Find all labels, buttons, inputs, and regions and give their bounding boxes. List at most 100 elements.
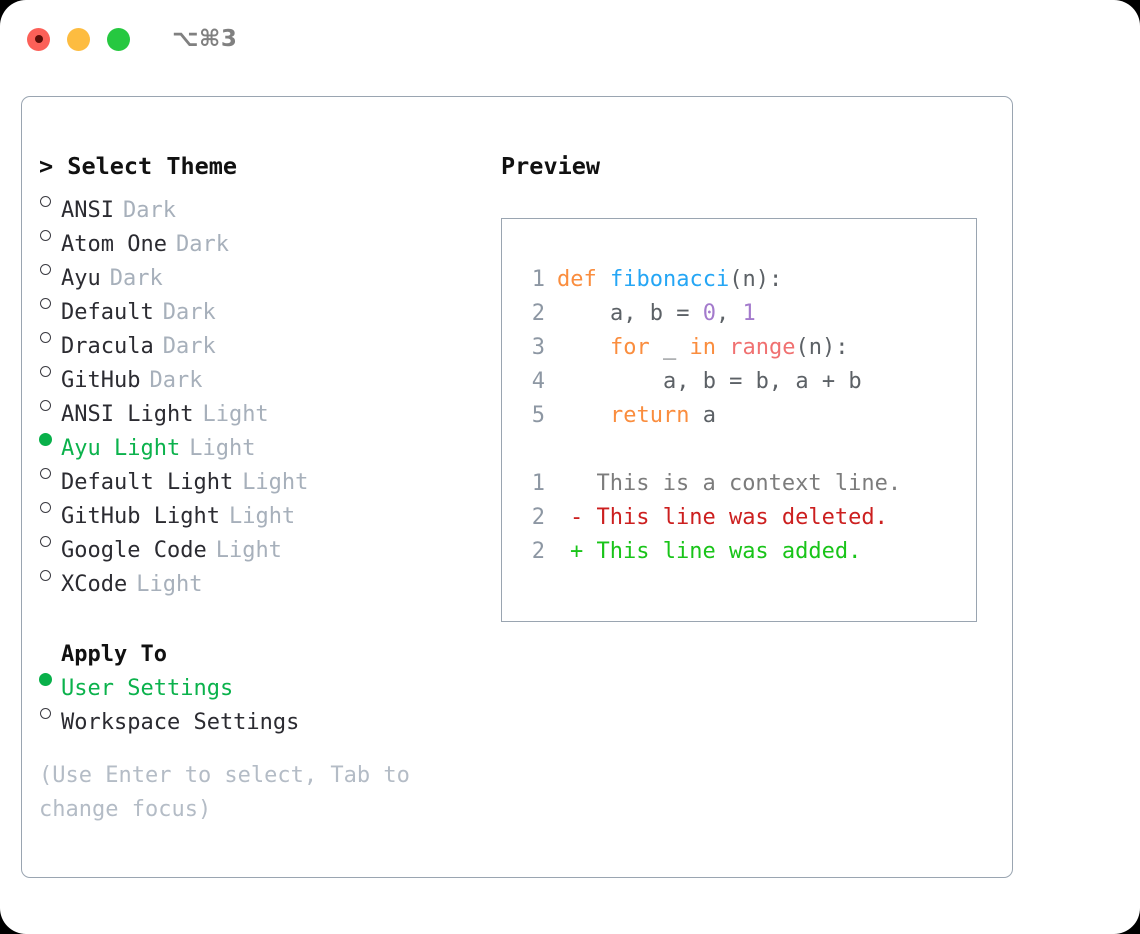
spacer-bullet bbox=[39, 627, 61, 661]
radio-unselected-icon[interactable] bbox=[39, 695, 61, 729]
diff-line-text: This line was deleted. bbox=[583, 505, 888, 530]
close-button[interactable] bbox=[27, 27, 50, 51]
code-token-plain: , bbox=[715, 301, 743, 326]
diff-line-text: This line was added. bbox=[583, 539, 862, 564]
radio-unselected-icon[interactable] bbox=[39, 489, 61, 523]
radio-unselected-icon[interactable] bbox=[39, 251, 61, 285]
diff-line-text: This is a context line. bbox=[583, 471, 902, 496]
code-token-plain: _ bbox=[649, 335, 690, 360]
radio-unselected-icon[interactable] bbox=[39, 183, 61, 217]
theme-option-ayu[interactable]: Ayu Dark bbox=[39, 251, 489, 291]
theme-option-ansi-light[interactable]: ANSI Light Light bbox=[39, 387, 489, 427]
radio-unselected-icon[interactable] bbox=[39, 557, 61, 591]
code-line: 1 def fibonacci(n): bbox=[515, 263, 976, 297]
keyboard-hint: (Use Enter to select, Tab to change focu… bbox=[39, 763, 410, 822]
theme-option-variant-tag: Light bbox=[189, 436, 256, 461]
theme-option-dracula[interactable]: Dracula Dark bbox=[39, 319, 489, 359]
radio-unselected-icon[interactable] bbox=[39, 217, 61, 251]
radio-unselected-icon[interactable] bbox=[39, 353, 61, 387]
theme-option-variant-tag: Light bbox=[242, 470, 309, 495]
code-diff-spacer bbox=[515, 433, 976, 467]
code-line-number: 5 bbox=[531, 403, 545, 428]
code-token-num: 0 bbox=[702, 301, 716, 326]
code-line-number: 4 bbox=[531, 369, 545, 394]
theme-option-variant-tag: Dark bbox=[175, 232, 229, 257]
radio-unselected-icon[interactable] bbox=[39, 387, 61, 421]
radio-selected-icon[interactable] bbox=[39, 661, 61, 695]
code-line-number: 3 bbox=[531, 335, 545, 360]
code-token-kw: for bbox=[609, 335, 650, 360]
radio-unselected-icon[interactable] bbox=[39, 455, 61, 489]
code-token-plain bbox=[557, 335, 610, 360]
theme-option-variant-tag: Light bbox=[228, 504, 296, 529]
diff-line-number: 2 bbox=[531, 505, 545, 530]
theme-option-variant-tag: Light bbox=[215, 538, 282, 563]
theme-option-label: Google Code bbox=[61, 538, 207, 563]
code-token-num: 1 bbox=[742, 301, 756, 326]
select-theme-heading: > Select Theme bbox=[39, 152, 238, 180]
diff-line: 2+ This line was added. bbox=[515, 535, 976, 569]
theme-option-label: Ayu bbox=[61, 266, 101, 291]
theme-option-variant-tag: Dark bbox=[149, 368, 203, 393]
theme-option-label: ANSI bbox=[61, 198, 114, 223]
theme-option-variant-tag: Light bbox=[202, 402, 269, 427]
code-token-plain bbox=[716, 335, 729, 360]
theme-option-label: GitHub bbox=[61, 368, 141, 393]
code-line-text: a, b = 0, 1 bbox=[557, 297, 756, 331]
code-line-number: 1 bbox=[531, 267, 545, 292]
radio-unselected-icon[interactable] bbox=[39, 285, 61, 319]
apply-to-option-label: Workspace Settings bbox=[61, 710, 300, 735]
code-token-punct: (n): bbox=[795, 335, 849, 360]
theme-option-label: ANSI Light bbox=[61, 402, 194, 427]
apply-to-option-workspace-settings[interactable]: Workspace Settings bbox=[39, 695, 489, 735]
apply-to-option-user-settings[interactable]: User Settings bbox=[39, 661, 489, 701]
minimize-button[interactable] bbox=[67, 27, 90, 51]
code-line-text: for _ in range(n): bbox=[557, 331, 848, 365]
apply-to-heading: Apply To bbox=[61, 642, 167, 667]
traffic-light-group bbox=[27, 27, 130, 51]
code-line-number: 2 bbox=[531, 301, 545, 326]
radio-selected-icon[interactable] bbox=[39, 421, 61, 455]
code-token-kw: def bbox=[557, 267, 610, 292]
code-token-kw: return bbox=[609, 403, 690, 428]
diff-line-number: 1 bbox=[531, 471, 545, 496]
diff-line-number: 2 bbox=[531, 539, 545, 564]
code-line: 4 a, b = b, a + b bbox=[515, 365, 976, 399]
theme-option-label: Default bbox=[61, 300, 154, 325]
radio-unselected-icon[interactable] bbox=[39, 319, 61, 353]
diff-preview: 1 This is a context line. 2- This line wa… bbox=[515, 467, 976, 569]
theme-option-variant-tag: Dark bbox=[162, 334, 216, 359]
radio-unselected-icon[interactable] bbox=[39, 523, 61, 557]
theme-option-label: Dracula bbox=[61, 334, 154, 359]
code-line: 5 return a bbox=[515, 399, 976, 433]
code-token-plain bbox=[557, 403, 610, 428]
code-token-fn: fibonacci bbox=[609, 267, 730, 292]
preview-heading: Preview bbox=[501, 152, 601, 180]
theme-option-variant-tag: Dark bbox=[109, 266, 163, 291]
theme-option-label: XCode bbox=[61, 572, 128, 597]
diff-marker: - bbox=[570, 505, 584, 530]
code-line: 2 a, b = 0, 1 bbox=[515, 297, 976, 331]
code-line-text: def fibonacci(n): bbox=[557, 263, 782, 297]
code-token-punct: (n): bbox=[729, 267, 783, 292]
diff-line: 1 This is a context line. bbox=[515, 467, 976, 501]
theme-option-github[interactable]: GitHub Dark bbox=[39, 353, 489, 393]
theme-option-google-code[interactable]: Google Code Light bbox=[39, 523, 489, 563]
code-token-plain: a, b = b, a + b bbox=[557, 369, 862, 394]
maximize-button[interactable] bbox=[107, 27, 130, 51]
code-token-plain: a bbox=[689, 403, 716, 428]
